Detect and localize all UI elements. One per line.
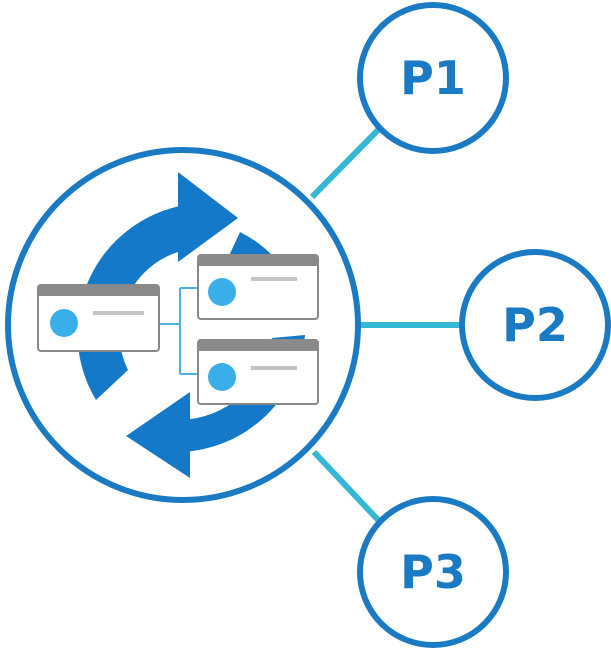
node-p2: P2	[459, 249, 611, 401]
profile-card-icon	[197, 254, 319, 320]
node-p1-label: P1	[400, 51, 466, 105]
connector-p1	[309, 125, 383, 200]
node-p3-label: P3	[400, 545, 466, 599]
node-p1: P1	[357, 2, 509, 154]
connector-p3	[311, 449, 383, 525]
profile-card-icon	[37, 284, 160, 352]
hub-circle	[5, 147, 361, 503]
node-p3: P3	[357, 496, 509, 648]
profile-card-icon	[197, 339, 319, 405]
node-p2-label: P2	[502, 298, 568, 352]
card-tree-lines	[160, 287, 198, 375]
